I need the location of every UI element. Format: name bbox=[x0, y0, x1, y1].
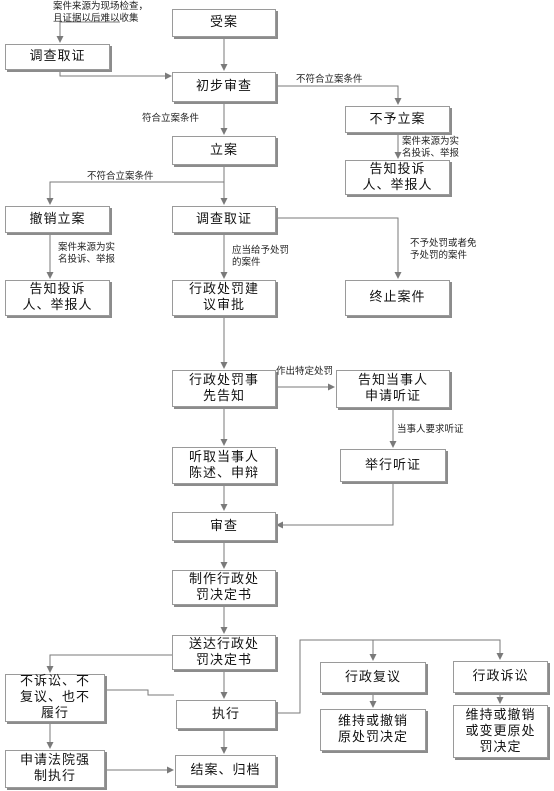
node-investigate: 调查取证 bbox=[172, 206, 276, 233]
node-hear-statement: 听取当事人 陈述、申辩 bbox=[172, 447, 276, 484]
node-terminate: 终止案件 bbox=[345, 280, 450, 316]
node-not-filed: 不予立案 bbox=[345, 106, 450, 133]
edge-deliver-to-noappeal bbox=[46, 654, 172, 673]
label-should-penalize: 应当给予处罚 的案件 bbox=[232, 245, 290, 268]
node-prior-notice: 行政处罚事 先告知 bbox=[172, 370, 276, 407]
node-file-case: 立案 bbox=[172, 136, 276, 165]
node-preliminary-review: 初步审查 bbox=[172, 72, 276, 102]
node-no-appeal: 不诉讼、不 复议、也不 履行 bbox=[5, 674, 105, 722]
node-investigate-early: 调查取证 bbox=[5, 44, 110, 70]
label-not-meet-2: 不符合立案条件 bbox=[87, 171, 154, 182]
label-no-penalty: 不予处罚或者免 予处罚的案件 bbox=[410, 238, 477, 261]
label-not-meet-1: 不符合立案条件 bbox=[296, 74, 363, 85]
edge-execute-to-appeals bbox=[276, 639, 504, 714]
edge-noappeal-to-execute bbox=[105, 689, 174, 696]
node-accept: 受案 bbox=[172, 9, 276, 37]
node-notify-revoked: 告知投诉 人、举报人 bbox=[5, 280, 110, 316]
edge-investigate-to-review bbox=[59, 70, 172, 80]
node-hold-hearing: 举行听证 bbox=[340, 449, 446, 482]
label-meet: 符合立案条件 bbox=[142, 113, 200, 124]
node-make-decision: 制作行政处 罚决定书 bbox=[172, 570, 276, 605]
label-specific-penalty: 作出特定处罚 bbox=[276, 366, 334, 377]
label-source-complaint-2: 案件来源为实 名投诉、举报 bbox=[58, 242, 116, 265]
node-execute: 执行 bbox=[176, 700, 276, 729]
node-deliver-decision: 送达行政处 罚决定书 bbox=[172, 635, 276, 670]
node-court-enforcement: 申请法院强 制执行 bbox=[5, 750, 105, 788]
edge-review-to-notfiled bbox=[276, 85, 402, 105]
node-revoke-filing: 撤销立案 bbox=[5, 206, 110, 233]
node-maintain-reconsideration: 维持或撤销 原处罚决定 bbox=[320, 709, 426, 751]
label-source-complaint-1: 案件来源为实 名投诉、举报 bbox=[402, 136, 460, 159]
label-onsite-source: 案件来源为现场检查， 且证据以后难以收集 bbox=[53, 1, 149, 24]
edge-onsite-to-investigate bbox=[56, 21, 120, 43]
node-maintain-litigation: 维持或撤销 或变更原处 罚决定 bbox=[453, 705, 548, 758]
node-penalty-suggestion: 行政处罚建 议审批 bbox=[172, 280, 276, 316]
node-review: 审查 bbox=[172, 512, 276, 541]
node-close-archive: 结案、归档 bbox=[175, 755, 276, 786]
node-notify-not-filed: 告知投诉 人、举报人 bbox=[345, 160, 450, 195]
edge-hearing-to-review bbox=[276, 482, 394, 529]
edge-investigate-to-terminate bbox=[276, 217, 402, 279]
node-admin-litigation: 行政诉讼 bbox=[453, 661, 548, 693]
node-admin-reconsideration: 行政复议 bbox=[320, 662, 426, 693]
label-party-requests-hearing: 当事人要求听证 bbox=[397, 424, 464, 435]
node-notify-hearing-right: 告知当事人 申请听证 bbox=[336, 370, 450, 408]
